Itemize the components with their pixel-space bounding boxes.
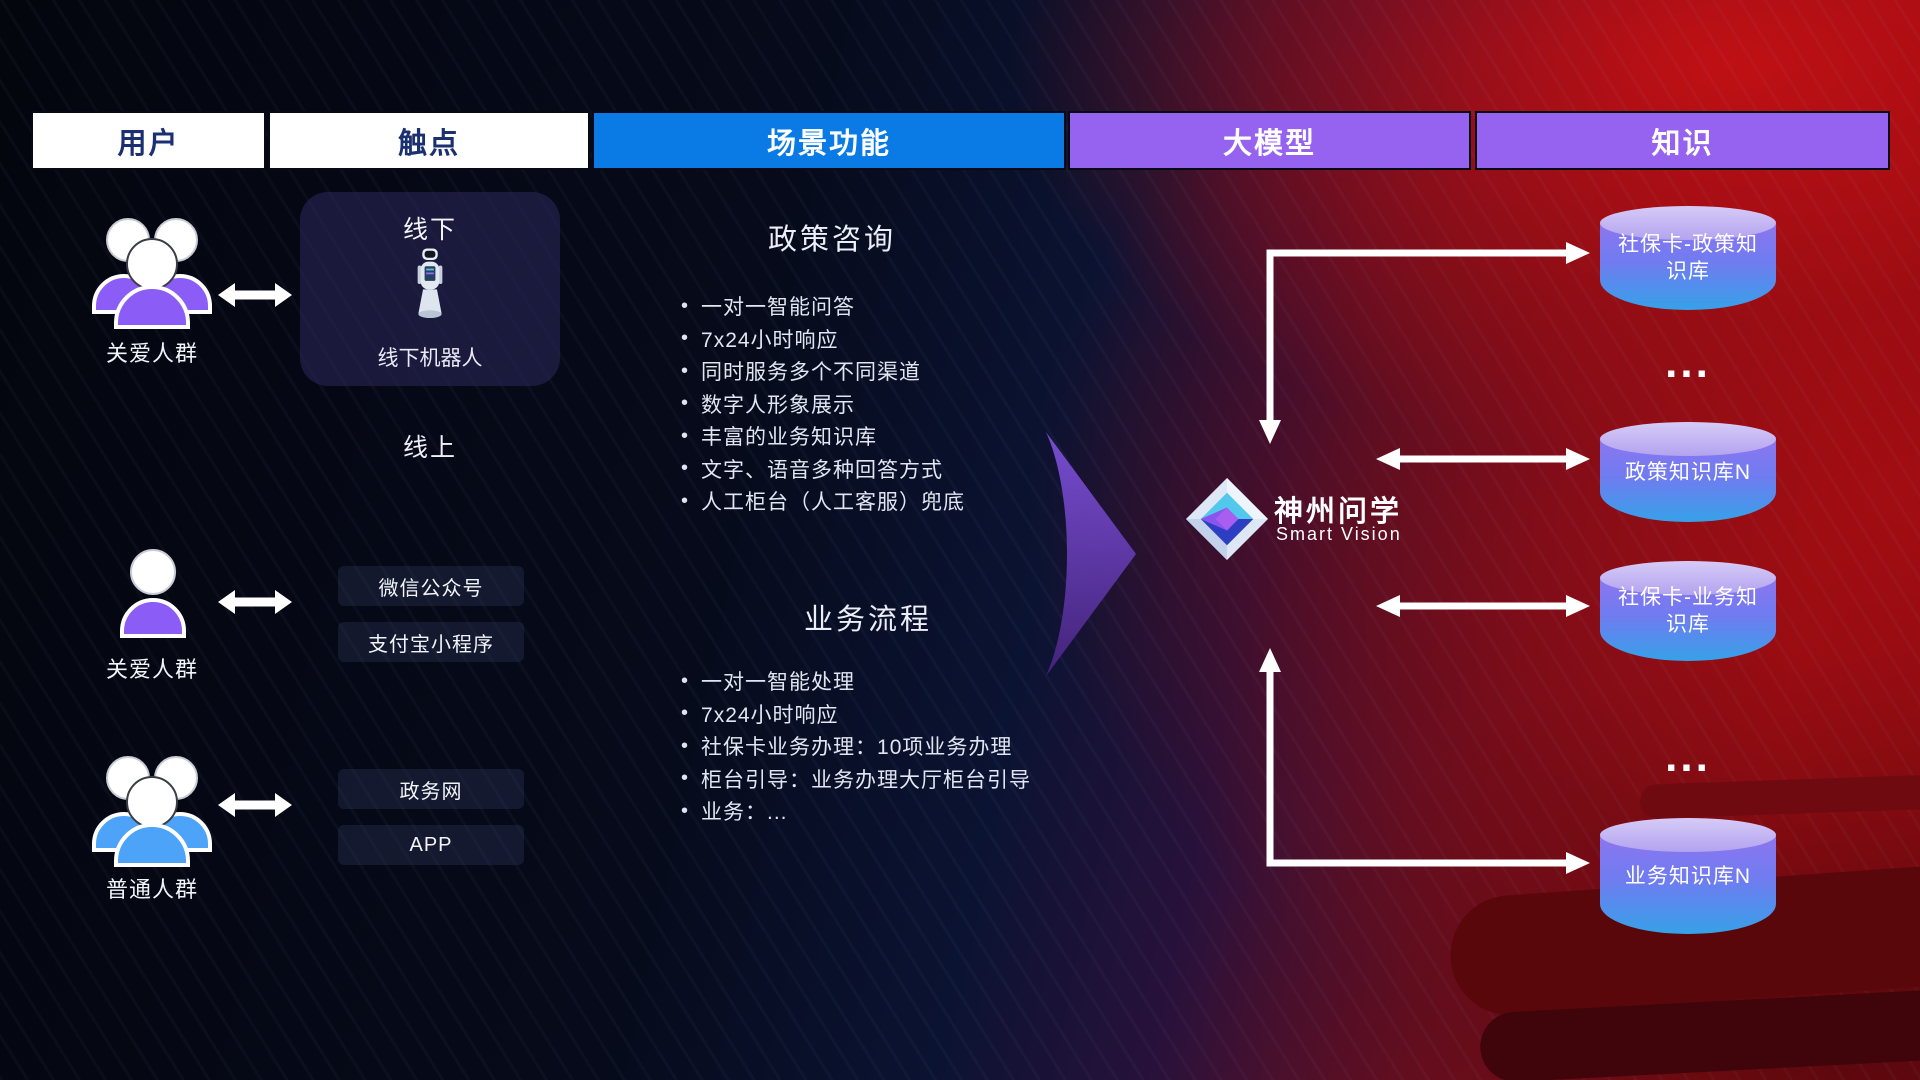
service-robot-icon xyxy=(417,248,443,318)
list-item: 7x24小时响应 xyxy=(681,698,1031,731)
model-name: 神州问学 xyxy=(1274,496,1403,528)
scenario-title-policy: 政策咨询 xyxy=(767,224,897,256)
kb-cylinder-sscard-policy: 社保卡-政策知识库 xyxy=(1600,206,1776,310)
channel-govweb: 政务网 xyxy=(338,769,524,809)
list-item: 业务：... xyxy=(681,795,1031,828)
kb-label: 社保卡-政策知识库 xyxy=(1618,233,1758,283)
ellipsis-more: ... xyxy=(1665,338,1711,387)
offline-touchpoint-card: 线下 线下机器人 xyxy=(300,192,560,386)
double-arrow-icon xyxy=(218,590,292,614)
channel-alipay: 支付宝小程序 xyxy=(338,622,524,662)
list-item: 数字人形象展示 xyxy=(681,388,965,421)
kb-label: 业务知识库N xyxy=(1624,864,1752,888)
model-subtitle: Smart Vision xyxy=(1276,524,1402,544)
list-item: 文字、语音多种回答方式 xyxy=(681,453,965,486)
list-item: 同时服务多个不同渠道 xyxy=(681,355,965,388)
user-group-label: 普通人群 xyxy=(105,877,199,902)
channel-wechat: 微信公众号 xyxy=(338,566,524,606)
list-item: 丰富的业务知识库 xyxy=(681,420,965,453)
business-feature-list: 一对一智能处理 7x24小时响应 社保卡业务办理：10项业务办理 柜台引导：业务… xyxy=(681,665,1031,828)
cylinder-top xyxy=(1600,561,1776,595)
column-header-model: 大模型 xyxy=(1070,113,1469,168)
flow-arrow-model-policy-kb xyxy=(1259,242,1590,444)
column-header-users: 用户 xyxy=(33,113,264,168)
offline-robot-label: 线下机器人 xyxy=(377,347,483,370)
kb-cylinder-sscard-business: 社保卡-业务知识库 xyxy=(1600,561,1776,661)
online-label: 线上 xyxy=(402,434,458,462)
policy-feature-list: 一对一智能问答 7x24小时响应 同时服务多个不同渠道 数字人形象展示 丰富的业… xyxy=(681,290,965,518)
flow-arrow-model-business-kb xyxy=(1376,595,1590,617)
channel-app: APP xyxy=(338,825,524,865)
column-header-scenarios: 场景功能 xyxy=(594,113,1064,168)
diamond-logo-icon xyxy=(1186,478,1268,560)
scenario-title-business: 业务流程 xyxy=(803,604,933,636)
kb-cylinder-business-n: 业务知识库N xyxy=(1600,818,1776,934)
list-item: 社保卡业务办理：10项业务办理 xyxy=(681,730,1031,763)
cylinder-top xyxy=(1600,818,1776,852)
double-arrow-icon xyxy=(218,283,292,307)
users-group-purple-icon xyxy=(92,218,212,329)
cylinder-top xyxy=(1600,422,1776,456)
kb-label: 社保卡-业务知识库 xyxy=(1618,586,1758,636)
users-group-blue-icon xyxy=(92,756,212,867)
double-arrow-icon xyxy=(218,793,292,817)
list-item: 一对一智能处理 xyxy=(681,665,1031,698)
list-item: 人工柜台（人工客服）兜底 xyxy=(681,485,965,518)
offline-title: 线下 xyxy=(402,216,458,244)
kb-label: 政策知识库N xyxy=(1624,460,1752,484)
flow-arrow-model-business-kb-n xyxy=(1259,648,1590,874)
column-header-knowledge: 知识 xyxy=(1477,113,1888,168)
user-group-label: 关爱人群 xyxy=(105,341,199,366)
kb-cylinder-policy-n: 政策知识库N xyxy=(1600,422,1776,522)
list-item: 7x24小时响应 xyxy=(681,323,965,356)
cylinder-top xyxy=(1600,206,1776,240)
red-swoosh-band xyxy=(1478,986,1920,1080)
list-item: 柜台引导：业务办理大厅柜台引导 xyxy=(681,763,1031,796)
user-single-purple-icon xyxy=(120,549,186,638)
flow-arrow-model-policy-kb-n xyxy=(1376,448,1590,470)
list-item: 一对一智能问答 xyxy=(681,290,965,323)
column-header-touchpoints: 触点 xyxy=(270,113,588,168)
user-group-label: 关爱人群 xyxy=(105,657,199,682)
ellipsis-more: ... xyxy=(1665,732,1711,781)
big-flow-arrow-icon xyxy=(1046,432,1136,676)
